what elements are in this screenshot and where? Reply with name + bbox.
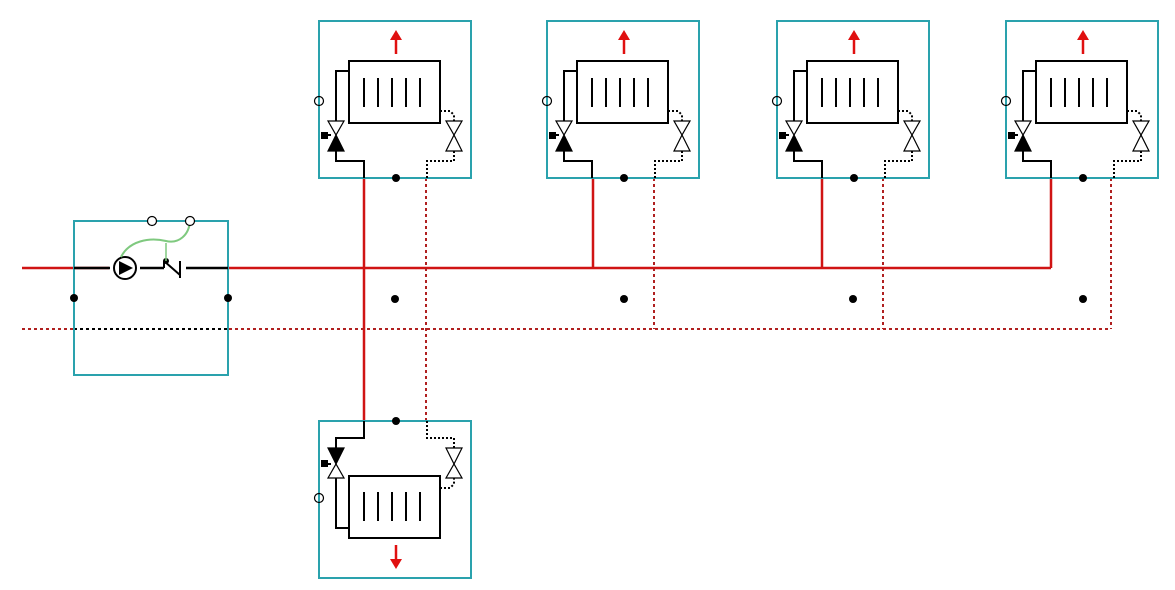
radiator-unit-4[interactable] [1000, 19, 1160, 184]
sensor-port-icon [146, 215, 196, 227]
pump-station[interactable] [70, 215, 232, 376]
radiator-unit-2[interactable] [541, 19, 701, 184]
bus-connector-dots [391, 295, 1087, 303]
supply-pipe-network [22, 178, 1053, 422]
signal-line [120, 220, 191, 264]
pump-icon [113, 256, 137, 280]
radiator-unit-3[interactable] [771, 19, 931, 184]
radiator-unit-5[interactable] [313, 415, 473, 580]
return-pipe-network [22, 178, 1112, 422]
radiator-unit-1[interactable] [313, 19, 473, 184]
